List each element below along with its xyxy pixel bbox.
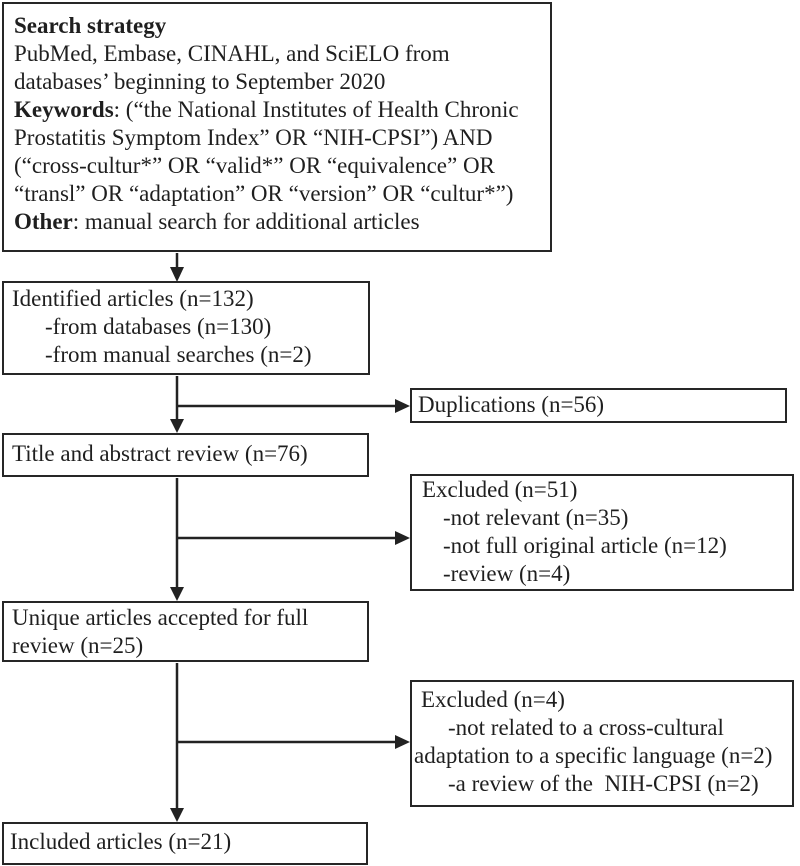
arrow-branch-to-excluded-full	[177, 735, 410, 749]
search-strategy-title: Search strategy	[14, 13, 167, 38]
search-strategy-title-line: Search strategy	[14, 12, 546, 40]
title-abstract-review-label: Title and abstract review (n=76)	[12, 441, 308, 466]
search-databases-line-2: databases’ beginning to September 2020	[14, 69, 386, 94]
search-keywords-line-1: Keywords: (“the National Institutes of H…	[14, 97, 519, 122]
arrow-branch-to-duplications	[177, 399, 410, 413]
title-abstract-review-box: Title and abstract review (n=76)	[2, 433, 369, 477]
full-review-box: Unique articles accepted for full review…	[2, 601, 369, 662]
excluded-screening-title: Excluded (n=51)	[422, 477, 578, 502]
excluded-cross-cultural-item-line-1: -not related to a cross-cultural	[448, 715, 724, 740]
identified-articles-title: Identified articles (n=132)	[12, 286, 254, 311]
identified-articles-box: Identified articles (n=132) -from databa…	[2, 281, 370, 375]
arrowhead-down-icon	[170, 419, 184, 433]
arrow-branch-to-excluded-screening	[177, 531, 410, 545]
full-review-label: Unique articles accepted for full review…	[12, 605, 309, 658]
arrowhead-down-icon	[170, 808, 184, 822]
excluded-cross-cultural-item-line-2: adaptation to a specific language (n=2)	[414, 743, 773, 768]
excluded-screening-box: Excluded (n=51) -not relevant (n=35) -no…	[410, 474, 794, 591]
arrowhead-right-icon	[395, 399, 410, 413]
arrowhead-down-icon	[170, 267, 184, 282]
excluded-review-of-nihcpsi-item: -a review of the NIH-CPSI (n=2)	[448, 771, 759, 796]
keywords-label: Keywords	[14, 97, 114, 122]
excluded-full-title: Excluded (n=4)	[421, 687, 565, 712]
search-keywords-line-4: “transl” OR “adaptation” OR “version” OR…	[14, 181, 514, 206]
excluded-not-full-article-item: -not full original article (n=12)	[443, 533, 727, 558]
arrowhead-right-icon	[395, 531, 410, 545]
duplications-label: Duplications (n=56)	[418, 392, 605, 417]
arrowhead-right-icon	[395, 735, 410, 749]
other-label: Other	[14, 209, 73, 234]
search-databases-line-1: PubMed, Embase, CINAHL, and SciELO from	[14, 41, 450, 66]
search-strategy-box: Search strategy PubMed, Embase, CINAHL, …	[2, 2, 552, 252]
search-other-line: Other: manual search for additional arti…	[14, 209, 420, 234]
excluded-not-relevant-item: -not relevant (n=35)	[443, 505, 629, 530]
search-keywords-line-2: Prostatitis Symptom Index” OR “NIH-CPSI”…	[14, 125, 493, 150]
arrow-full-review-to-included	[170, 663, 184, 822]
duplications-box: Duplications (n=56)	[410, 388, 787, 423]
excluded-review-item: -review (n=4)	[443, 561, 571, 586]
identified-from-databases-item: -from databases (n=130)	[45, 314, 272, 339]
arrowhead-down-icon	[170, 587, 184, 601]
arrow-identified-to-title-abstract	[170, 376, 184, 433]
arrow-search-to-identified	[170, 253, 184, 282]
included-articles-label: Included articles (n=21)	[10, 829, 232, 854]
excluded-full-review-box: Excluded (n=4) -not related to a cross-c…	[410, 680, 794, 807]
identified-from-manual-item: -from manual searches (n=2)	[45, 342, 312, 367]
arrow-title-abstract-to-full-review	[170, 478, 184, 601]
included-articles-box: Included articles (n=21)	[2, 822, 368, 865]
search-keywords-line-3: (“cross-cultur*” OR “valid*” OR “equival…	[14, 153, 495, 178]
